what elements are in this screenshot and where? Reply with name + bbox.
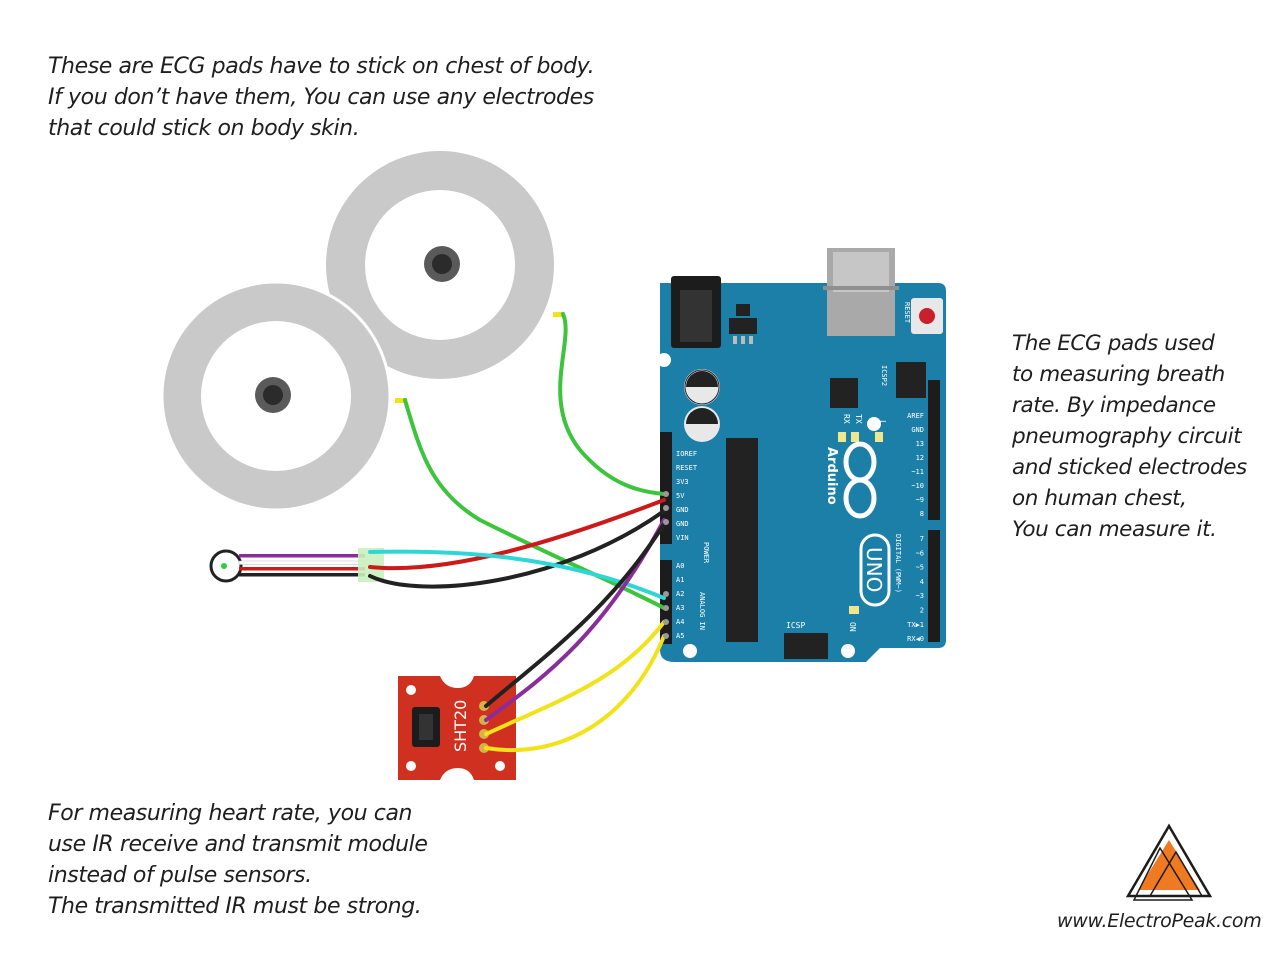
icsp-header bbox=[784, 633, 828, 659]
digital-header-low bbox=[928, 530, 940, 642]
pin-label: ~9 bbox=[916, 496, 924, 504]
digital-header-label: DIGITAL (PWM~) bbox=[894, 534, 902, 593]
breath-rate-note: The ECG pads used to measuring breath ra… bbox=[1012, 328, 1247, 545]
reset-label: RESET bbox=[903, 302, 911, 324]
wires bbox=[368, 312, 666, 753]
pin-label: GND bbox=[676, 520, 689, 528]
pin-label: AREF bbox=[907, 412, 924, 420]
pin-label: A3 bbox=[676, 604, 684, 612]
electropeak-logo bbox=[1125, 823, 1213, 901]
icsp2-label: ICSP2 bbox=[880, 365, 888, 386]
pin-label: 12 bbox=[916, 454, 924, 462]
note-line: and sticked electrodes bbox=[1012, 455, 1247, 480]
power-header-label: POWER bbox=[702, 542, 710, 564]
note-line: pneumography circuit bbox=[1012, 424, 1242, 449]
note-line: instead of pulse sensors. bbox=[48, 863, 312, 888]
pin-label: ~5 bbox=[916, 564, 924, 572]
usb-chip bbox=[830, 378, 858, 408]
pin-label: RESET bbox=[676, 464, 698, 472]
note-line: that could stick on body skin. bbox=[48, 116, 360, 141]
pin-label: 8 bbox=[920, 510, 924, 518]
digital-header-high bbox=[928, 380, 940, 520]
pin-label: 2 bbox=[920, 607, 924, 615]
ecg-pads-note: These are ECG pads have to stick on ches… bbox=[48, 51, 595, 144]
header-pin-caps bbox=[663, 491, 669, 639]
pin-label: 7 bbox=[920, 535, 924, 543]
sht20-sensor: SHT20 bbox=[398, 676, 516, 780]
uno-badge: UNO bbox=[859, 533, 891, 607]
pin-label: A2 bbox=[676, 590, 684, 598]
note-line: For measuring heart rate, you can bbox=[48, 801, 413, 826]
pin-label: 13 bbox=[916, 440, 924, 448]
note-line: to measuring breath bbox=[1012, 362, 1225, 387]
note-line: rate. By impedance bbox=[1012, 393, 1216, 418]
pin-label: A1 bbox=[676, 576, 684, 584]
analog-header bbox=[660, 560, 672, 644]
uno-label: UNO bbox=[862, 547, 886, 592]
note-line: The transmitted IR must be strong. bbox=[48, 894, 422, 919]
pin-label: TX▶1 bbox=[907, 621, 924, 629]
pad-connector bbox=[553, 312, 563, 317]
pin-label: RX◀0 bbox=[907, 635, 924, 643]
on-label: ON bbox=[848, 622, 857, 632]
ir-sensor bbox=[209, 548, 384, 583]
pin-label: ~6 bbox=[916, 549, 924, 557]
pin-label: 3V3 bbox=[676, 478, 689, 486]
pin-label: IOREF bbox=[676, 450, 697, 458]
arduino-brand: Arduino bbox=[824, 447, 839, 505]
pad-connector bbox=[395, 398, 407, 403]
tx-label: TX bbox=[854, 414, 863, 424]
analog-header-label: ANALOG IN bbox=[698, 592, 706, 630]
website-url: www.ElectroPeak.com bbox=[1057, 910, 1262, 932]
pin-label: 5V bbox=[676, 492, 685, 500]
note-line: You can measure it. bbox=[1012, 517, 1217, 542]
note-line: The ECG pads used bbox=[1012, 331, 1215, 356]
microcontroller-chip bbox=[726, 438, 758, 642]
note-line: on human chest, bbox=[1012, 486, 1187, 511]
sht20-label: SHT20 bbox=[451, 700, 470, 752]
pin-label: A0 bbox=[676, 562, 684, 570]
arduino-uno-board: RESET RX TX L ON ICSP2 ICSP bbox=[657, 248, 946, 662]
heart-rate-note: For measuring heart rate, you can use IR… bbox=[48, 798, 428, 922]
power-header bbox=[660, 432, 672, 544]
pin-label: ~3 bbox=[916, 592, 924, 600]
pin-label: ~11 bbox=[911, 468, 924, 476]
pin-label: A5 bbox=[676, 632, 684, 640]
l-label: L bbox=[878, 420, 887, 425]
pin-label: ~10 bbox=[911, 482, 924, 490]
pin-label: VIN bbox=[676, 534, 689, 542]
pin-label: A4 bbox=[676, 618, 684, 626]
ecg-pad-back bbox=[326, 151, 554, 379]
note-line: These are ECG pads have to stick on ches… bbox=[48, 54, 595, 79]
icsp2-header bbox=[896, 362, 926, 398]
arduino-logo: Arduino bbox=[824, 441, 877, 519]
note-line: use IR receive and transmit module bbox=[48, 832, 428, 857]
rx-label: RX bbox=[842, 414, 851, 424]
icsp-label: ICSP bbox=[786, 621, 805, 630]
pin-label: 4 bbox=[920, 578, 924, 586]
ecg-pad-front bbox=[160, 280, 392, 512]
pin-label: GND bbox=[911, 426, 924, 434]
pin-label: GND bbox=[676, 506, 689, 514]
note-line: If you don’t have them, You can use any … bbox=[48, 85, 594, 110]
